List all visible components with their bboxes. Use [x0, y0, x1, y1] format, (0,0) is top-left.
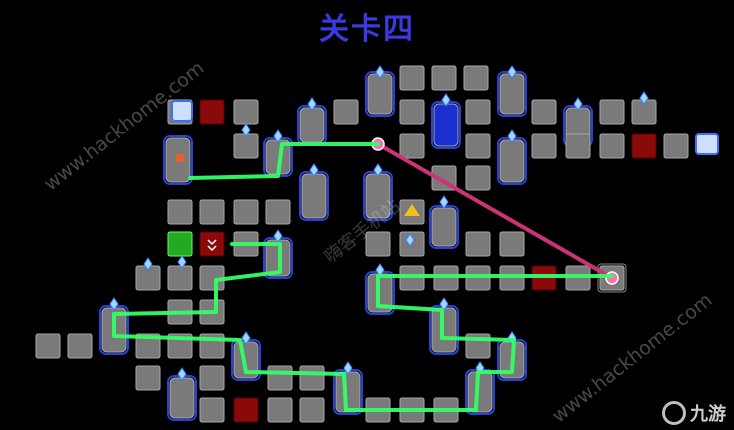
- map-tile: [531, 133, 557, 159]
- blue-pin-icon: [639, 91, 649, 105]
- blue-pin-icon: [375, 65, 385, 79]
- node-tile: [467, 371, 493, 413]
- map-tile: [465, 133, 491, 159]
- map-tile: [199, 365, 225, 391]
- map-tile: [167, 265, 193, 291]
- map-tile: [399, 65, 425, 91]
- map-tile: [199, 199, 225, 225]
- map-tile: [465, 99, 491, 125]
- map-tile: [265, 199, 291, 225]
- house-icon: [176, 154, 184, 162]
- green-tile: [167, 231, 193, 257]
- blue-pin-icon: [241, 331, 251, 345]
- map-tile: [233, 199, 259, 225]
- end-portal-icon: [695, 133, 719, 155]
- blue-pin-icon: [309, 163, 319, 177]
- blue-pin-icon: [177, 367, 187, 381]
- red-tile: [199, 99, 225, 125]
- map-tile: [67, 333, 93, 359]
- jiuyou-logo: 九游: [662, 400, 726, 426]
- map-tile: [299, 397, 325, 423]
- jiuyou-logo-icon: [662, 401, 686, 425]
- node-tile: [499, 73, 525, 115]
- blue-pin-icon: [343, 361, 353, 375]
- node-tile: [335, 371, 361, 413]
- teleport-line: [377, 142, 613, 280]
- blue-pin-icon: [109, 297, 119, 311]
- map-tile: [465, 231, 491, 257]
- blue-pin-icon: [405, 233, 415, 247]
- map-tile: [399, 99, 425, 125]
- map-tile: [333, 99, 359, 125]
- trap-warning-icon: [404, 204, 420, 216]
- map-tile: [135, 365, 161, 391]
- map-tile: [663, 133, 689, 159]
- node-tile: [301, 173, 327, 219]
- map-tile: [431, 65, 457, 91]
- map-tile: [499, 231, 525, 257]
- map-tile: [565, 133, 591, 159]
- map-tile: [463, 65, 489, 91]
- blue-pin-icon: [177, 255, 187, 269]
- blue-pin-icon: [241, 123, 251, 137]
- blue-node-glow: [163, 135, 193, 185]
- blue-pin-icon: [143, 257, 153, 271]
- node-tile: [431, 207, 457, 247]
- blue-pin-icon: [373, 163, 383, 177]
- level-title: 关卡四: [319, 12, 415, 47]
- blue-pin-icon: [507, 65, 517, 79]
- map-tile: [35, 333, 61, 359]
- map-tile: [167, 199, 193, 225]
- red-tile: [233, 397, 259, 423]
- blue-pin-icon: [573, 97, 583, 111]
- map-tile: [399, 133, 425, 159]
- map-tile: [267, 397, 293, 423]
- node-tile: [299, 107, 325, 143]
- map-tile: [267, 365, 293, 391]
- map-tile: [365, 231, 391, 257]
- map-tile: [531, 99, 557, 125]
- heart-shield-icon: [207, 239, 217, 252]
- map-tile: [599, 133, 625, 159]
- red-tile: [631, 133, 657, 159]
- node-tile: [169, 377, 195, 419]
- blue-node-tile: [433, 103, 459, 147]
- route-path: [188, 142, 380, 180]
- logo-text: 九游: [690, 404, 726, 425]
- blue-pin-icon: [441, 93, 451, 107]
- map-tile: [233, 99, 259, 125]
- node-tile: [367, 73, 393, 115]
- map-tile: [299, 365, 325, 391]
- blue-pin-icon: [307, 97, 317, 111]
- blue-pin-icon: [507, 129, 517, 143]
- map-tile: [599, 99, 625, 125]
- route-path: [112, 242, 614, 412]
- node-tile: [499, 139, 525, 183]
- map-tile: [233, 133, 259, 159]
- map-tile: [399, 231, 425, 257]
- map-tile: [199, 397, 225, 423]
- blue-pin-icon: [439, 195, 449, 209]
- start-portal-icon: [171, 100, 193, 122]
- map-tile: [465, 165, 491, 191]
- map-tile: [135, 333, 161, 359]
- blue-pin-icon: [273, 129, 283, 143]
